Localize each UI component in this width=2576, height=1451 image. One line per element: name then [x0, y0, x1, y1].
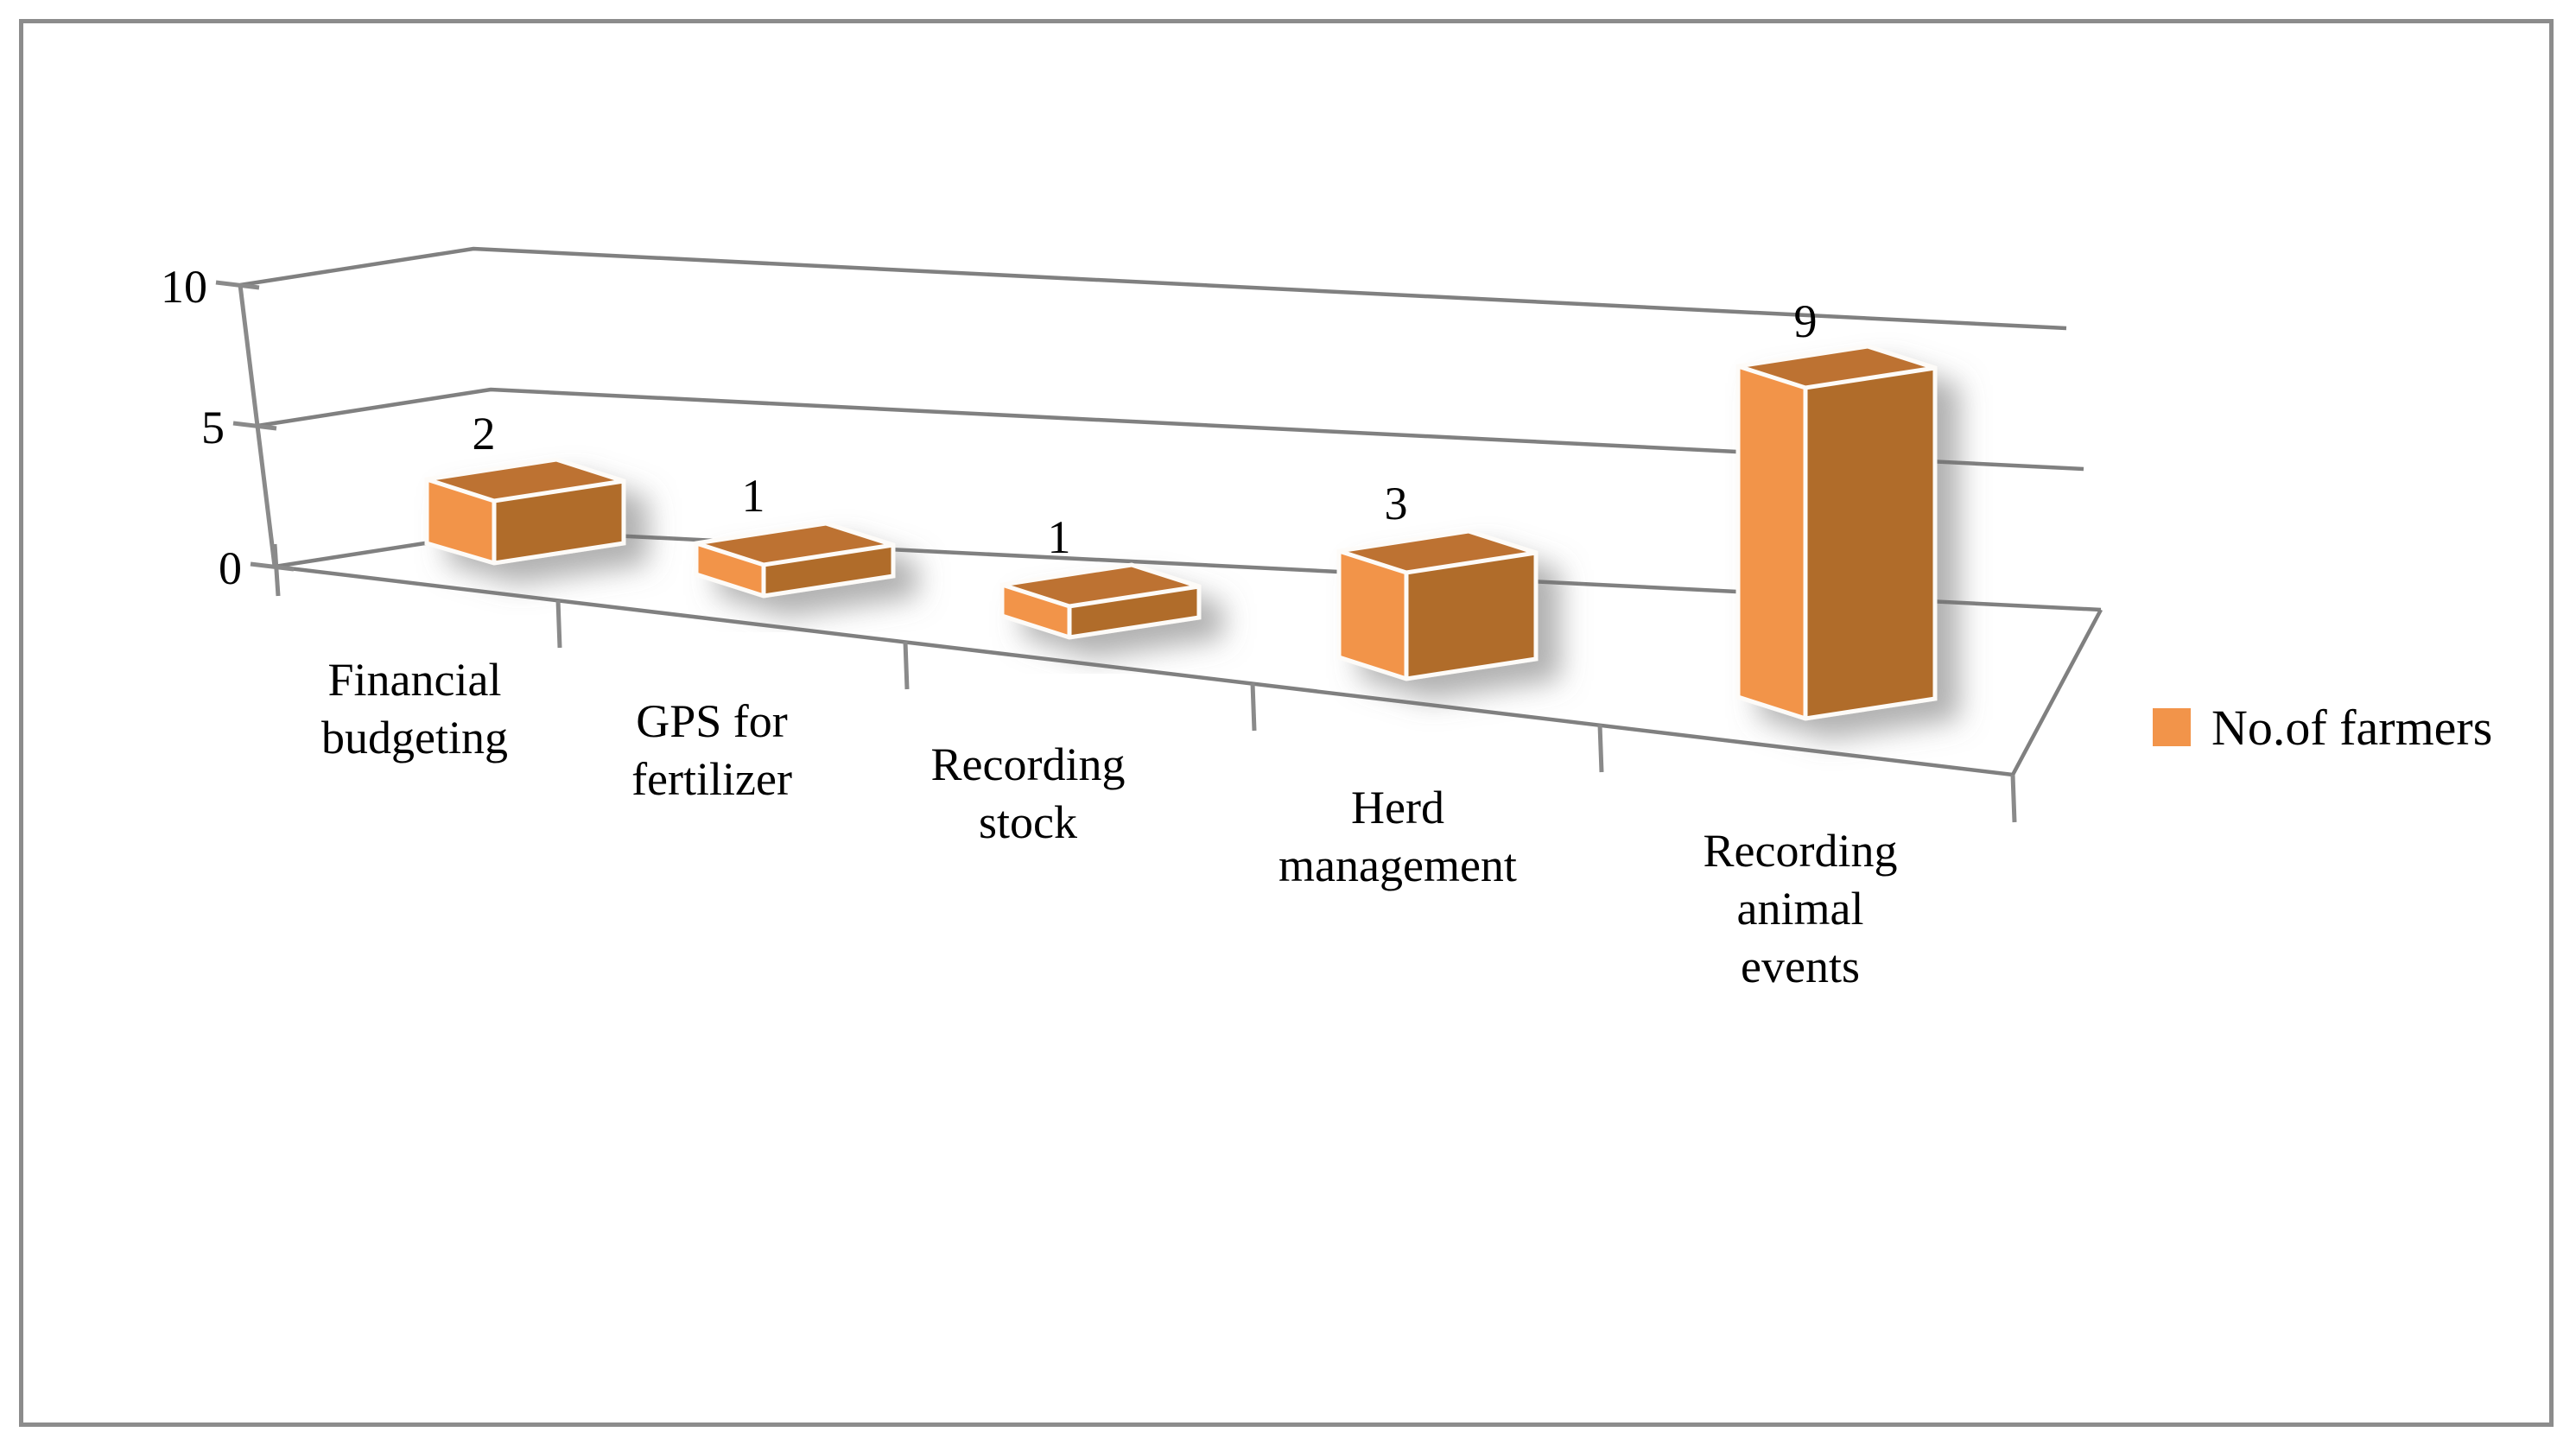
bar-4-side-face	[1406, 553, 1536, 679]
floor-right-edge	[2011, 608, 2103, 776]
category-tick-3	[1250, 682, 1257, 732]
category-label-line: animal	[1737, 883, 1864, 935]
bar-2-side-face	[764, 545, 893, 596]
category-tick-marks	[555, 599, 2017, 823]
bar-4-value-label: 3	[1385, 478, 1408, 529]
category-labels-group: Financial budgeting GPS for fertilizer R…	[321, 654, 1897, 992]
bar-4-front-face	[1339, 551, 1406, 679]
bar-2-edges	[694, 521, 896, 599]
category-label-line: fertilizer	[631, 753, 792, 805]
category-label-line: stock	[979, 796, 1077, 848]
category-label-line: management	[1278, 840, 1517, 891]
category-tick-4	[1597, 724, 1604, 773]
category-tick-2	[903, 641, 910, 690]
bar-2-front-face	[696, 543, 764, 596]
axis-origin-stub	[272, 543, 281, 597]
category-label-herd-management: Herd management	[1278, 782, 1517, 891]
category-tick-5	[2010, 774, 2017, 823]
bar-3-edges	[999, 562, 1202, 640]
category-label-line: Financial	[328, 654, 502, 706]
bar-1-side-face	[494, 481, 624, 563]
gridline-5	[257, 387, 2084, 472]
category-label-recording-animal-events: Recording animal events	[1704, 825, 1898, 992]
bar-2-value-label: 1	[742, 470, 765, 522]
axis-tick-label-0: 0	[219, 542, 242, 594]
bar-5-top-face	[1738, 346, 1935, 388]
category-label-gps-for-fertilizer: GPS for fertilizer	[631, 695, 792, 805]
bar-recording-stock[interactable]	[999, 562, 1202, 640]
bar-herd-management[interactable]	[1336, 529, 1539, 681]
legend-swatch-no-of-farmers	[2153, 708, 2191, 746]
floor-front-edge	[274, 564, 2014, 777]
category-label-line: Recording	[931, 738, 1126, 790]
category-tick-1	[555, 599, 562, 649]
bar-3-front-face	[1002, 585, 1069, 637]
bar-3-value-label: 1	[1048, 511, 1071, 563]
category-label-line: GPS for	[636, 695, 788, 747]
axis-tick-0	[250, 561, 295, 572]
bar-5-value-label: 9	[1794, 295, 1818, 347]
bar-5-front-face	[1738, 366, 1805, 719]
axis-tick-10	[215, 280, 260, 290]
category-label-line: budgeting	[321, 712, 508, 764]
category-label-line: Herd	[1351, 782, 1444, 833]
bar-1-top-face	[427, 459, 624, 501]
bar-3-top-face	[1002, 565, 1199, 606]
bar-1-value-label: 2	[473, 408, 496, 459]
gridline-10	[239, 246, 2067, 331]
bar-3-side-face	[1069, 586, 1199, 637]
category-label-financial-budgeting: Financial budgeting	[321, 654, 508, 764]
value-axis	[215, 280, 295, 597]
bar-5-edges	[1735, 344, 1938, 721]
bar-1-front-face	[427, 479, 494, 563]
category-label-recording-stock: Recording stock	[931, 738, 1126, 848]
category-label-line: events	[1741, 941, 1860, 992]
legend-label-no-of-farmers: No.of farmers	[2211, 700, 2492, 756]
bar-gps-for-fertilizer[interactable]	[694, 521, 896, 599]
bar-recording-animal-events[interactable]	[1735, 344, 1938, 721]
bar-1-edges	[424, 457, 626, 566]
axis-tick-label-5: 5	[201, 402, 225, 453]
category-label-line: Recording	[1704, 825, 1898, 877]
axis-tick-labels: 10 5 0	[161, 261, 242, 594]
bar-financial-budgeting[interactable]	[424, 457, 626, 566]
bar-2-top-face	[696, 523, 893, 565]
legend[interactable]: No.of farmers	[2153, 700, 2492, 756]
bar-5-side-face	[1805, 368, 1935, 719]
axis-tick-label-10: 10	[161, 261, 207, 313]
axis-tick-5	[232, 421, 277, 431]
bar-4-edges	[1336, 529, 1539, 681]
bar-4-top-face	[1339, 531, 1536, 573]
